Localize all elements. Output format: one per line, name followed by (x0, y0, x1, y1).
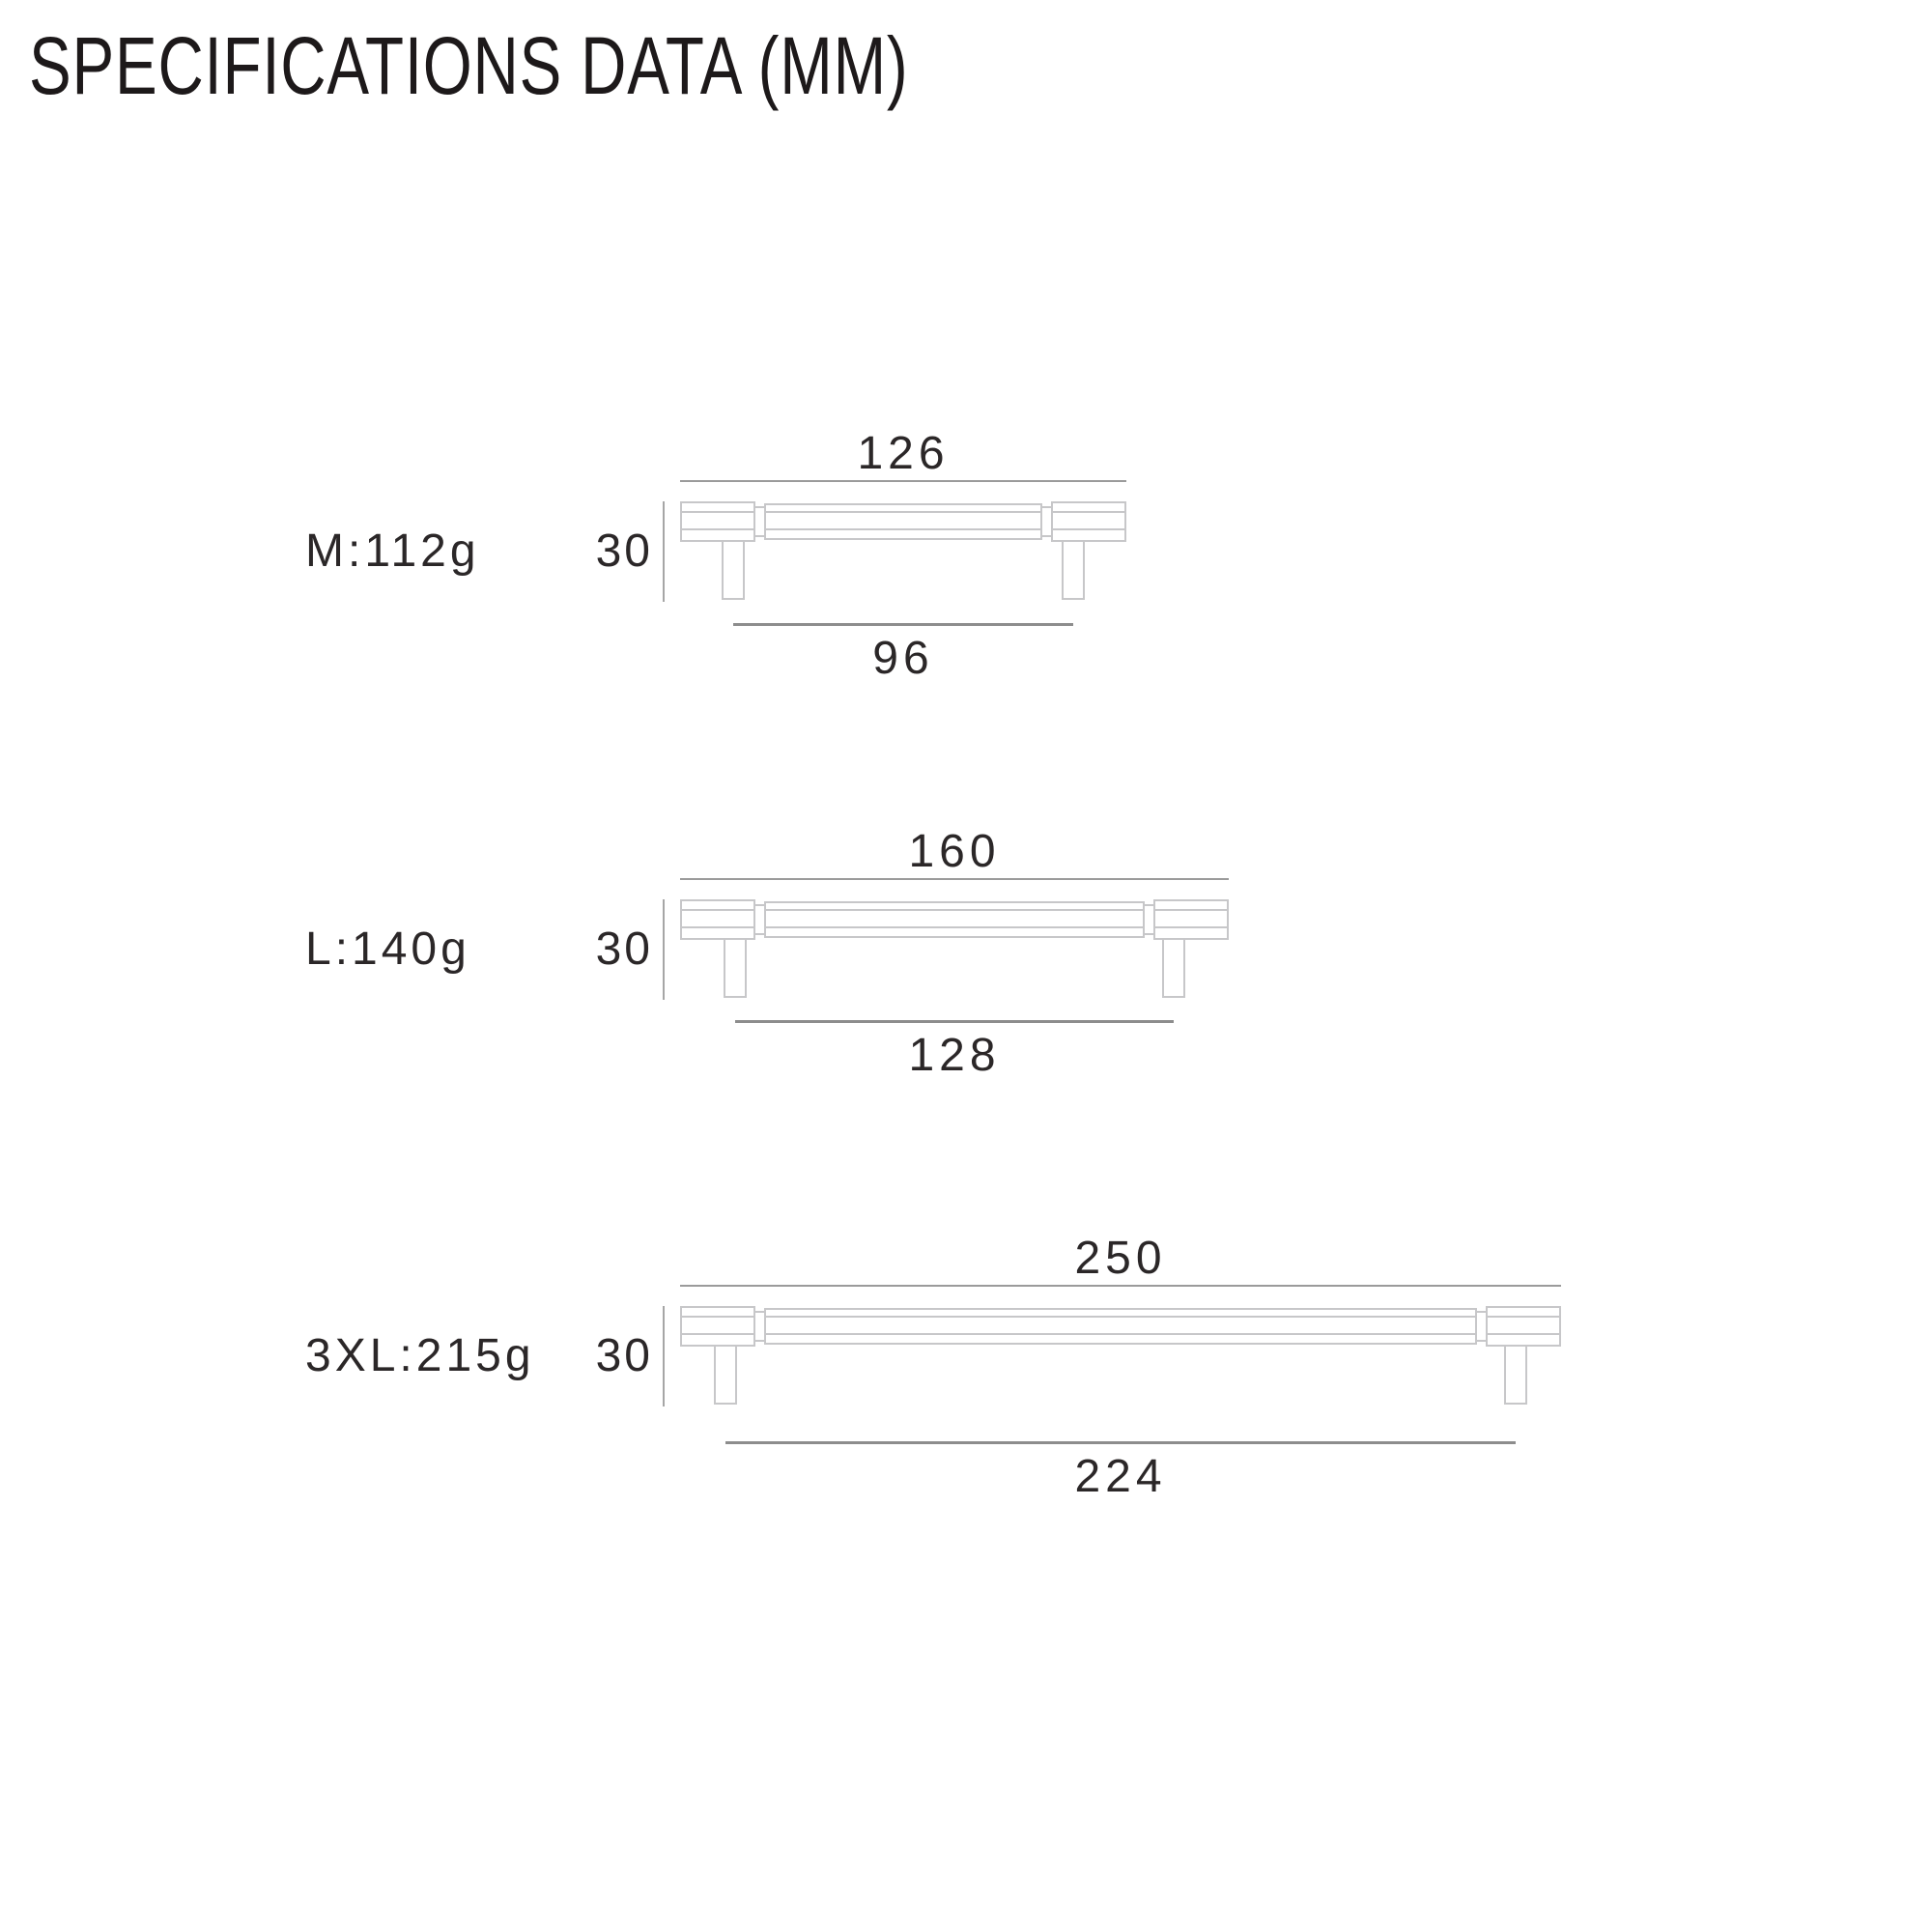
bar-edge-line (766, 1316, 1475, 1318)
handle-post-left (724, 940, 747, 998)
handle-post-left (722, 542, 745, 600)
handle-groove-left (755, 904, 764, 935)
cap-edge-line (682, 511, 753, 513)
hole-spacing-dimension-line (735, 1020, 1174, 1023)
handle-groove-left (755, 1311, 764, 1342)
handle-end-cap-left (680, 1306, 755, 1347)
handle-bar (764, 1308, 1477, 1345)
cap-edge-line (1155, 926, 1227, 928)
overall-length-value: 126 (857, 428, 950, 479)
overall-length-dimension-line (680, 878, 1229, 880)
hole-spacing-value: 224 (1074, 1451, 1167, 1502)
size-weight-label: 3XL:215g (305, 1330, 535, 1381)
handle-groove-right (1145, 904, 1153, 935)
cap-edge-line (1488, 1316, 1559, 1318)
cap-edge-line (1053, 528, 1124, 530)
handle-groove-left (755, 506, 764, 537)
handle-groove-right (1477, 1311, 1486, 1342)
hole-spacing-value: 96 (872, 633, 934, 684)
page-title: SPECIFICATIONS DATA (MM) (29, 20, 909, 111)
cap-edge-line (1488, 1333, 1559, 1335)
hole-spacing-value: 128 (908, 1030, 1001, 1081)
size-weight-label: L:140g (305, 923, 470, 975)
cap-edge-line (682, 1316, 753, 1318)
handle-end-cap-left (680, 899, 755, 940)
hole-spacing-dimension-line (733, 623, 1073, 626)
overall-length-dimension-line (680, 480, 1126, 482)
handle-drawing (680, 1306, 1561, 1347)
bar-edge-line (766, 1333, 1475, 1335)
height-value: 30 (595, 526, 653, 577)
handle-bar (764, 901, 1145, 938)
height-dimension-line (663, 501, 665, 602)
height-value: 30 (595, 923, 653, 975)
cap-edge-line (1155, 909, 1227, 911)
handle-groove-right (1042, 506, 1051, 537)
handle-post-right (1162, 940, 1185, 998)
handle-drawing (680, 899, 1229, 940)
cap-edge-line (682, 528, 753, 530)
cap-edge-line (682, 1333, 753, 1335)
bar-edge-line (766, 926, 1143, 928)
cap-edge-line (682, 909, 753, 911)
handle-bar (764, 503, 1042, 540)
handle-end-cap-left (680, 501, 755, 542)
handle-end-cap-right (1153, 899, 1229, 940)
handle-post-right (1504, 1347, 1527, 1405)
bar-edge-line (766, 528, 1040, 530)
height-value: 30 (595, 1330, 653, 1381)
bar-edge-line (766, 909, 1143, 911)
overall-length-dimension-line (680, 1285, 1561, 1287)
height-dimension-line (663, 899, 665, 1000)
overall-length-value: 160 (908, 826, 1001, 877)
size-weight-label: M:112g (305, 526, 480, 577)
handle-end-cap-right (1486, 1306, 1561, 1347)
bar-edge-line (766, 511, 1040, 513)
handle-post-left (714, 1347, 737, 1405)
overall-length-value: 250 (1074, 1233, 1167, 1284)
handle-post-right (1062, 542, 1085, 600)
handle-drawing (680, 501, 1126, 542)
height-dimension-line (663, 1306, 665, 1406)
hole-spacing-dimension-line (725, 1441, 1516, 1444)
cap-edge-line (682, 926, 753, 928)
handle-end-cap-right (1051, 501, 1126, 542)
cap-edge-line (1053, 511, 1124, 513)
